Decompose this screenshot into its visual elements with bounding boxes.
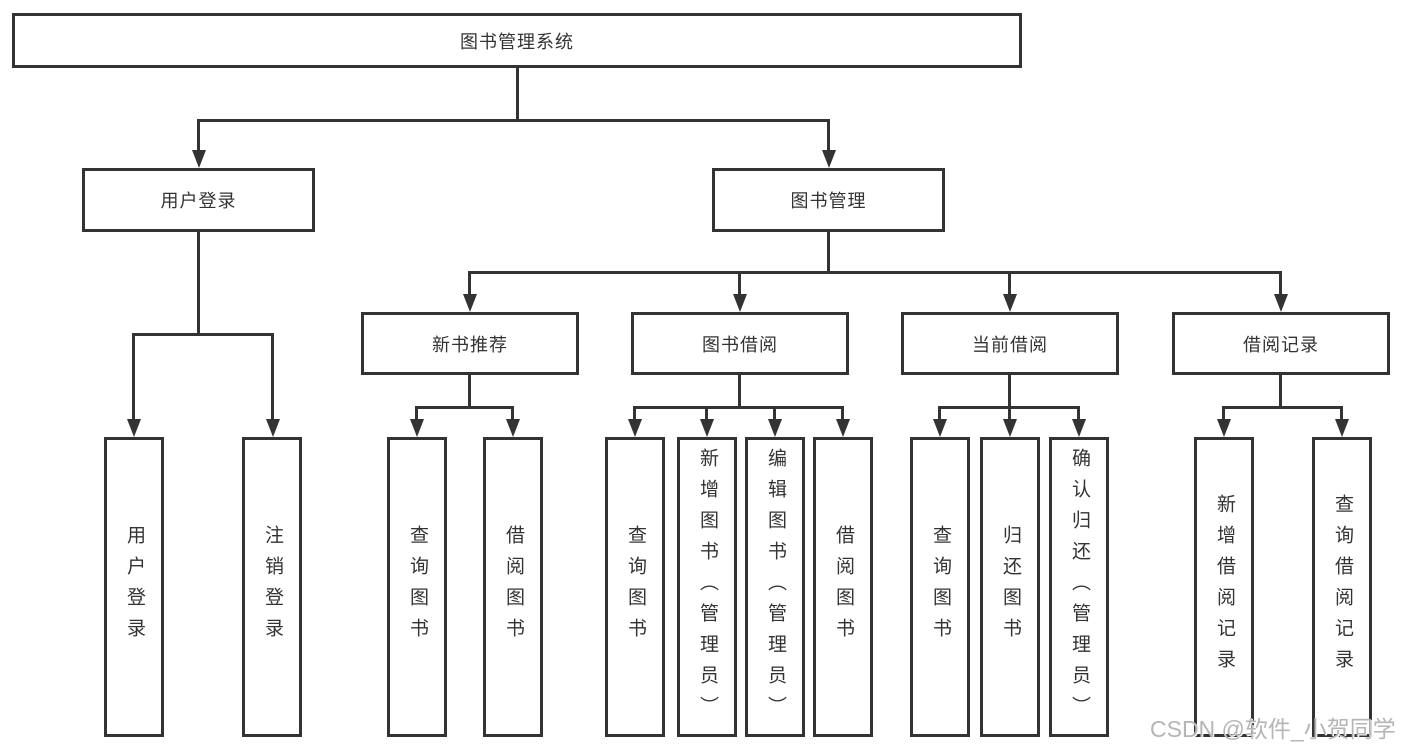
connector-line [468, 271, 471, 294]
connector-line [1279, 375, 1282, 408]
arrow-down-icon [733, 294, 747, 312]
arrow-down-icon [700, 419, 714, 437]
arrow-down-icon [1274, 294, 1288, 312]
node-borrow-records: 借阅记录 [1172, 312, 1390, 375]
arrow-down-icon [1072, 419, 1086, 437]
leaf-add-book-admin-label: 新增图书（管理员） [697, 447, 718, 727]
leaf-add-borrow-record: 新增借阅记录 [1194, 437, 1254, 737]
leaf-logout: 注销登录 [242, 437, 302, 737]
leaf-user-login-label: 用户登录 [124, 525, 145, 649]
node-current-borrow-label: 当前借阅 [972, 334, 1048, 355]
connector-line [1008, 406, 1011, 419]
leaf-user-login: 用户登录 [104, 437, 164, 737]
leaf-recommend-borrow-book: 借阅图书 [483, 437, 543, 737]
connector-line [271, 333, 274, 419]
connector-line [1008, 375, 1011, 408]
arrow-down-icon [410, 419, 424, 437]
node-current-borrow: 当前借阅 [901, 312, 1119, 375]
node-root-label: 图书管理系统 [460, 31, 574, 52]
arrow-down-icon [1003, 419, 1017, 437]
node-book-borrow-label: 图书借阅 [702, 334, 778, 355]
node-root: 图书管理系统 [12, 13, 1022, 68]
connector-line [197, 232, 200, 335]
leaf-return-book: 归还图书 [980, 437, 1040, 737]
node-book-management-label: 图书管理 [790, 191, 867, 211]
arrow-down-icon [463, 294, 477, 312]
node-borrow-records-label: 借阅记录 [1243, 334, 1319, 355]
arrow-down-icon [933, 419, 947, 437]
connector-line [738, 375, 741, 408]
arrow-down-icon [266, 419, 280, 437]
connector-line [468, 375, 471, 408]
connector-line [827, 119, 830, 150]
connector-line [1340, 406, 1343, 419]
connector-line [938, 406, 941, 419]
node-book-management: 图书管理 [712, 168, 945, 232]
connector-line [516, 68, 519, 120]
node-new-book-recommend-label: 新书推荐 [432, 334, 508, 355]
leaf-logout-label: 注销登录 [262, 525, 283, 649]
connector-line [132, 333, 135, 419]
connector-line [1222, 406, 1225, 419]
leaf-add-borrow-record-label: 新增借阅记录 [1214, 494, 1235, 680]
connector-line [705, 406, 708, 419]
connector-line [827, 232, 830, 273]
connector-line [132, 333, 274, 336]
connector-line [197, 119, 830, 122]
leaf-confirm-return-admin: 确认归还（管理员） [1049, 437, 1109, 737]
connector-line [468, 271, 1282, 274]
leaf-confirm-return-admin-label: 确认归还（管理员） [1069, 447, 1090, 727]
connector-line [1222, 406, 1343, 409]
leaf-add-book-admin: 新增图书（管理员） [677, 437, 737, 737]
leaf-borrow-query-book: 查询图书 [605, 437, 665, 737]
arrow-down-icon [192, 150, 206, 168]
connector-line [197, 119, 200, 150]
arrow-down-icon [822, 150, 836, 168]
leaf-query-borrow-record: 查询借阅记录 [1312, 437, 1372, 737]
arrow-down-icon [768, 419, 782, 437]
leaf-edit-book-admin-label: 编辑图书（管理员） [765, 447, 786, 727]
csdn-watermark: CSDN @软件_小贺同学 [1150, 716, 1396, 742]
connector-line [1077, 406, 1080, 419]
connector-line [415, 406, 514, 409]
leaf-borrow-query-book-label: 查询图书 [625, 525, 646, 649]
node-book-borrow: 图书借阅 [631, 312, 849, 375]
leaf-recommend-borrow-book-label: 借阅图书 [503, 525, 524, 649]
connector-line [511, 406, 514, 419]
leaf-edit-book-admin: 编辑图书（管理员） [745, 437, 805, 737]
arrow-down-icon [506, 419, 520, 437]
arrow-down-icon [1217, 419, 1231, 437]
arrow-down-icon [836, 419, 850, 437]
leaf-borrow-book: 借阅图书 [813, 437, 873, 737]
arrow-down-icon [628, 419, 642, 437]
leaf-recommend-query-book-label: 查询图书 [407, 525, 428, 649]
arrow-down-icon [127, 419, 141, 437]
leaf-borrow-book-label: 借阅图书 [833, 525, 854, 649]
arrow-down-icon [1335, 419, 1349, 437]
connector-line [633, 406, 636, 419]
leaf-recommend-query-book: 查询图书 [387, 437, 447, 737]
connector-line [773, 406, 776, 419]
leaf-current-query-book-label: 查询图书 [930, 525, 951, 649]
connector-line [841, 406, 844, 419]
connector-line [1279, 271, 1282, 294]
connector-line [738, 271, 741, 294]
arrow-down-icon [1003, 294, 1017, 312]
leaf-current-query-book: 查询图书 [910, 437, 970, 737]
connector-line [633, 406, 844, 409]
connector-line [1008, 271, 1011, 294]
leaf-query-borrow-record-label: 查询借阅记录 [1332, 494, 1353, 680]
connector-line [415, 406, 418, 419]
leaf-return-book-label: 归还图书 [1000, 525, 1021, 649]
node-user-login-label: 用户登录 [160, 191, 237, 211]
node-new-book-recommend: 新书推荐 [361, 312, 579, 375]
node-user-login: 用户登录 [82, 168, 315, 232]
